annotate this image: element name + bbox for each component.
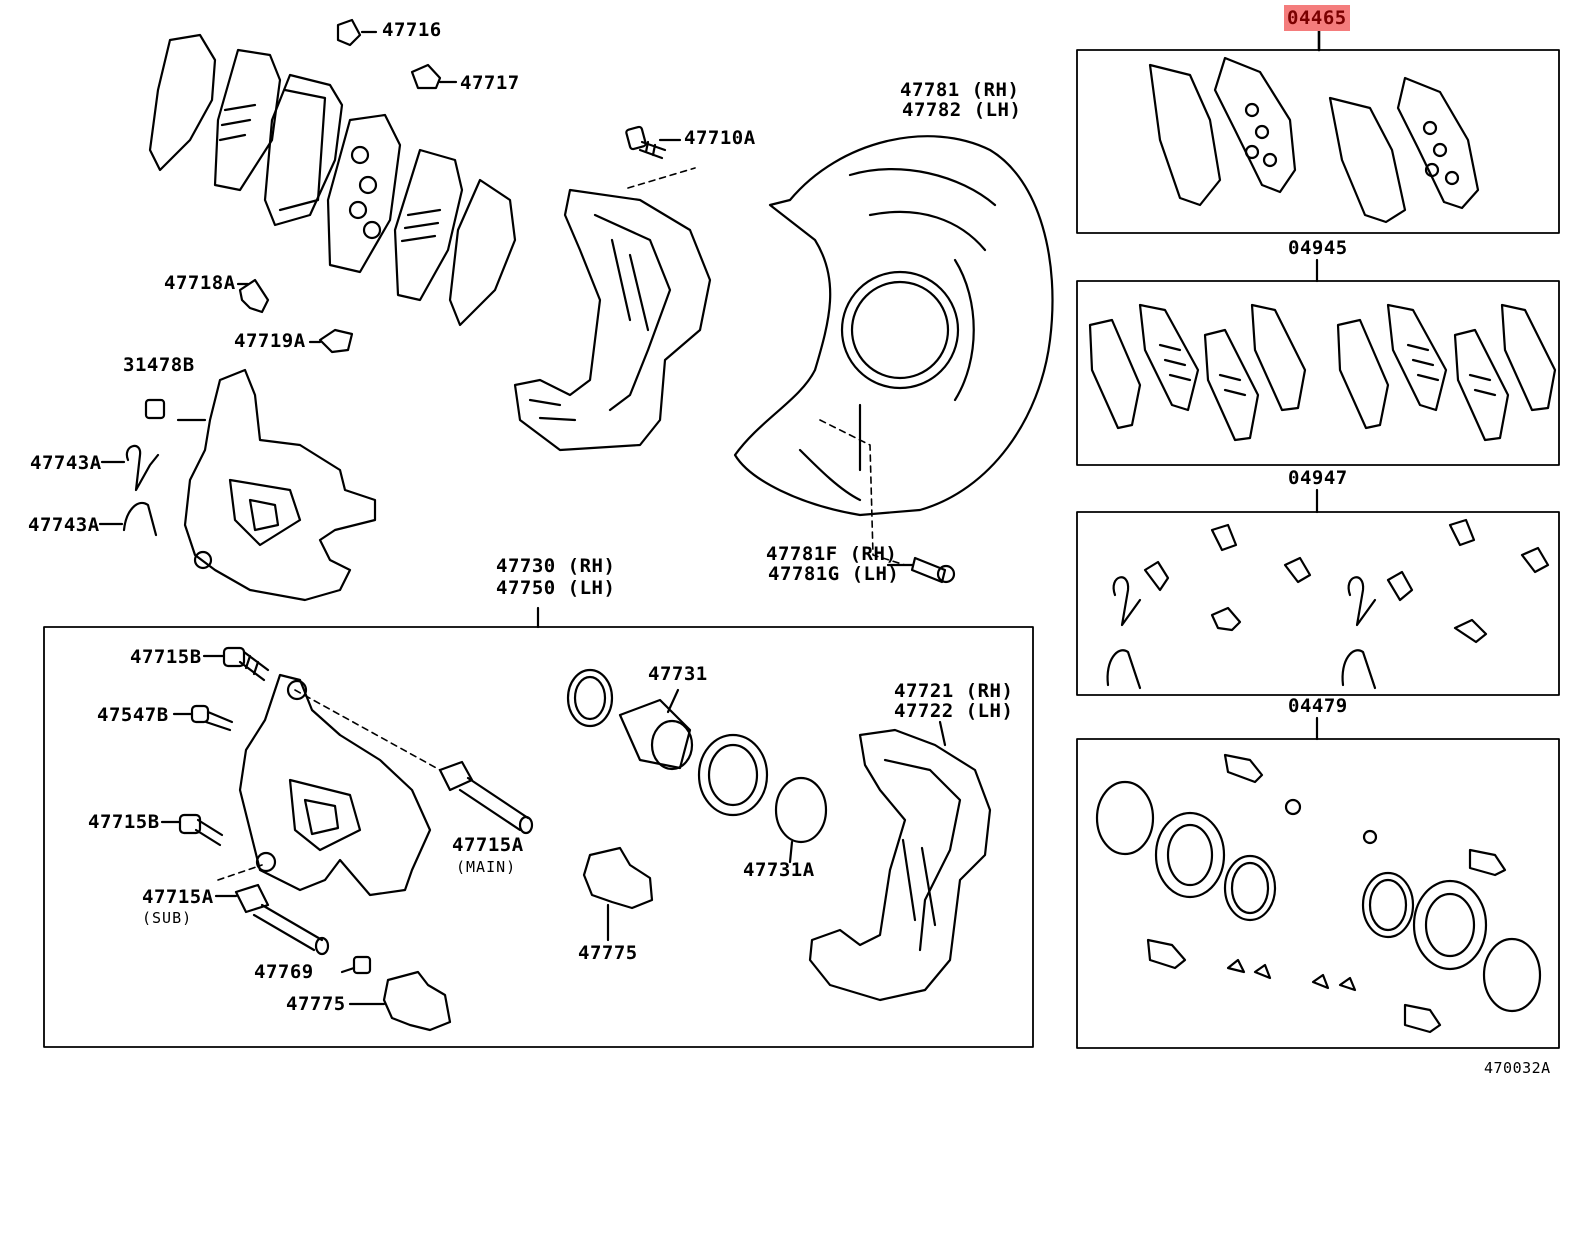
label-47730-rh[interactable]: 47730 (RH): [496, 555, 616, 577]
label-47717[interactable]: 47717: [460, 72, 520, 94]
caliper-body-drawing: [144, 368, 377, 602]
label-47782-lh[interactable]: 47782 (LH): [902, 99, 1022, 121]
label-47750-lh[interactable]: 47750 (LH): [496, 577, 616, 599]
kit-04947-fittings: [1106, 518, 1550, 690]
label-47731A[interactable]: 47731A: [743, 859, 815, 881]
spring-47743A-bottom: [122, 502, 158, 537]
label-47715A-sub[interactable]: 47715A: [142, 886, 214, 908]
clip-47718A: [238, 278, 270, 314]
label-47743A-top[interactable]: 47743A: [30, 452, 102, 474]
pad-stack-drawing: [148, 33, 517, 327]
kit-label-04465-selected[interactable]: 04465: [1284, 5, 1350, 31]
caliper-assembly-box: [43, 626, 1034, 1048]
seal-47731-ring: [566, 668, 614, 728]
clip-47719A: [318, 328, 354, 354]
boot-47775-bottom: [348, 970, 452, 1032]
inner-shim-a: [213, 48, 282, 192]
dust-shield-drawing: [733, 135, 1054, 517]
diagram-reference-code: 470032A: [1484, 1059, 1551, 1077]
inner-shim-b: [393, 148, 464, 302]
label-31478B[interactable]: 31478B: [123, 354, 195, 376]
kit-04465-pads: [1148, 56, 1480, 224]
pin-47715A-main: [438, 760, 534, 835]
label-47775-bottom[interactable]: 47775: [286, 993, 346, 1015]
brake-pad-a: [263, 73, 344, 227]
bolt-47710A: [625, 125, 682, 160]
caliper-bracket-drawing: [513, 188, 712, 452]
bolt-47547B: [172, 704, 234, 732]
kit-box-04479: [1076, 738, 1560, 1049]
kit-label-04947[interactable]: 04947: [1288, 467, 1348, 489]
label-47710A[interactable]: 47710A: [684, 127, 756, 149]
bolt-47715B-bottom: [160, 813, 224, 847]
kit-box-04947: [1076, 511, 1560, 696]
outer-shim-b: [448, 178, 517, 327]
kit-04945-shims: [1088, 303, 1557, 442]
kit-box-04465: [1076, 49, 1560, 234]
label-47715A-main[interactable]: 47715A: [452, 834, 524, 856]
caliper-in-box-drawing: [238, 673, 432, 897]
label-main-note: (MAIN): [456, 858, 517, 876]
label-47781-rh[interactable]: 47781 (RH): [900, 79, 1020, 101]
kit-box-04945: [1076, 280, 1560, 466]
label-47731[interactable]: 47731: [648, 663, 708, 685]
label-47781F-rh[interactable]: 47781F (RH): [766, 543, 898, 565]
label-47547B[interactable]: 47547B: [97, 704, 169, 726]
brake-pad-b: [326, 113, 402, 274]
clip-47716: [336, 18, 362, 47]
kit-label-04479[interactable]: 04479: [1288, 695, 1348, 717]
label-47719A[interactable]: 47719A: [234, 330, 306, 352]
pin-47715A-sub: [214, 883, 330, 956]
spring-47743A-top: [125, 444, 160, 492]
label-47721-rh[interactable]: 47721 (RH): [894, 680, 1014, 702]
bolt-47715B-top: [202, 646, 270, 682]
label-47722-lh[interactable]: 47722 (LH): [894, 700, 1014, 722]
dust-boot-ring: [697, 733, 769, 817]
outer-shim-a: [148, 33, 217, 172]
label-47743A-bottom[interactable]: 47743A: [28, 514, 100, 536]
label-47716[interactable]: 47716: [382, 19, 442, 41]
label-47775-middle[interactable]: 47775: [578, 942, 638, 964]
label-47715B-top[interactable]: 47715B: [130, 646, 202, 668]
label-47718A[interactable]: 47718A: [164, 272, 236, 294]
piston-47731: [618, 698, 694, 771]
kit-label-04945[interactable]: 04945: [1288, 237, 1348, 259]
label-47715B-bottom[interactable]: 47715B: [88, 811, 160, 833]
label-sub-note: (SUB): [142, 909, 193, 927]
seal-47731A: [774, 776, 828, 844]
boot-47775-middle: [582, 846, 654, 942]
label-47781G-lh[interactable]: 47781G (LH): [768, 563, 900, 585]
bolt-47781F: [886, 556, 956, 584]
kit-04479-cylinder-parts: [1095, 753, 1542, 1034]
label-47769[interactable]: 47769: [254, 961, 314, 983]
bushing-47769: [352, 955, 372, 975]
clip-47717: [410, 63, 442, 90]
caliper-bracket-47721: [808, 728, 992, 1002]
